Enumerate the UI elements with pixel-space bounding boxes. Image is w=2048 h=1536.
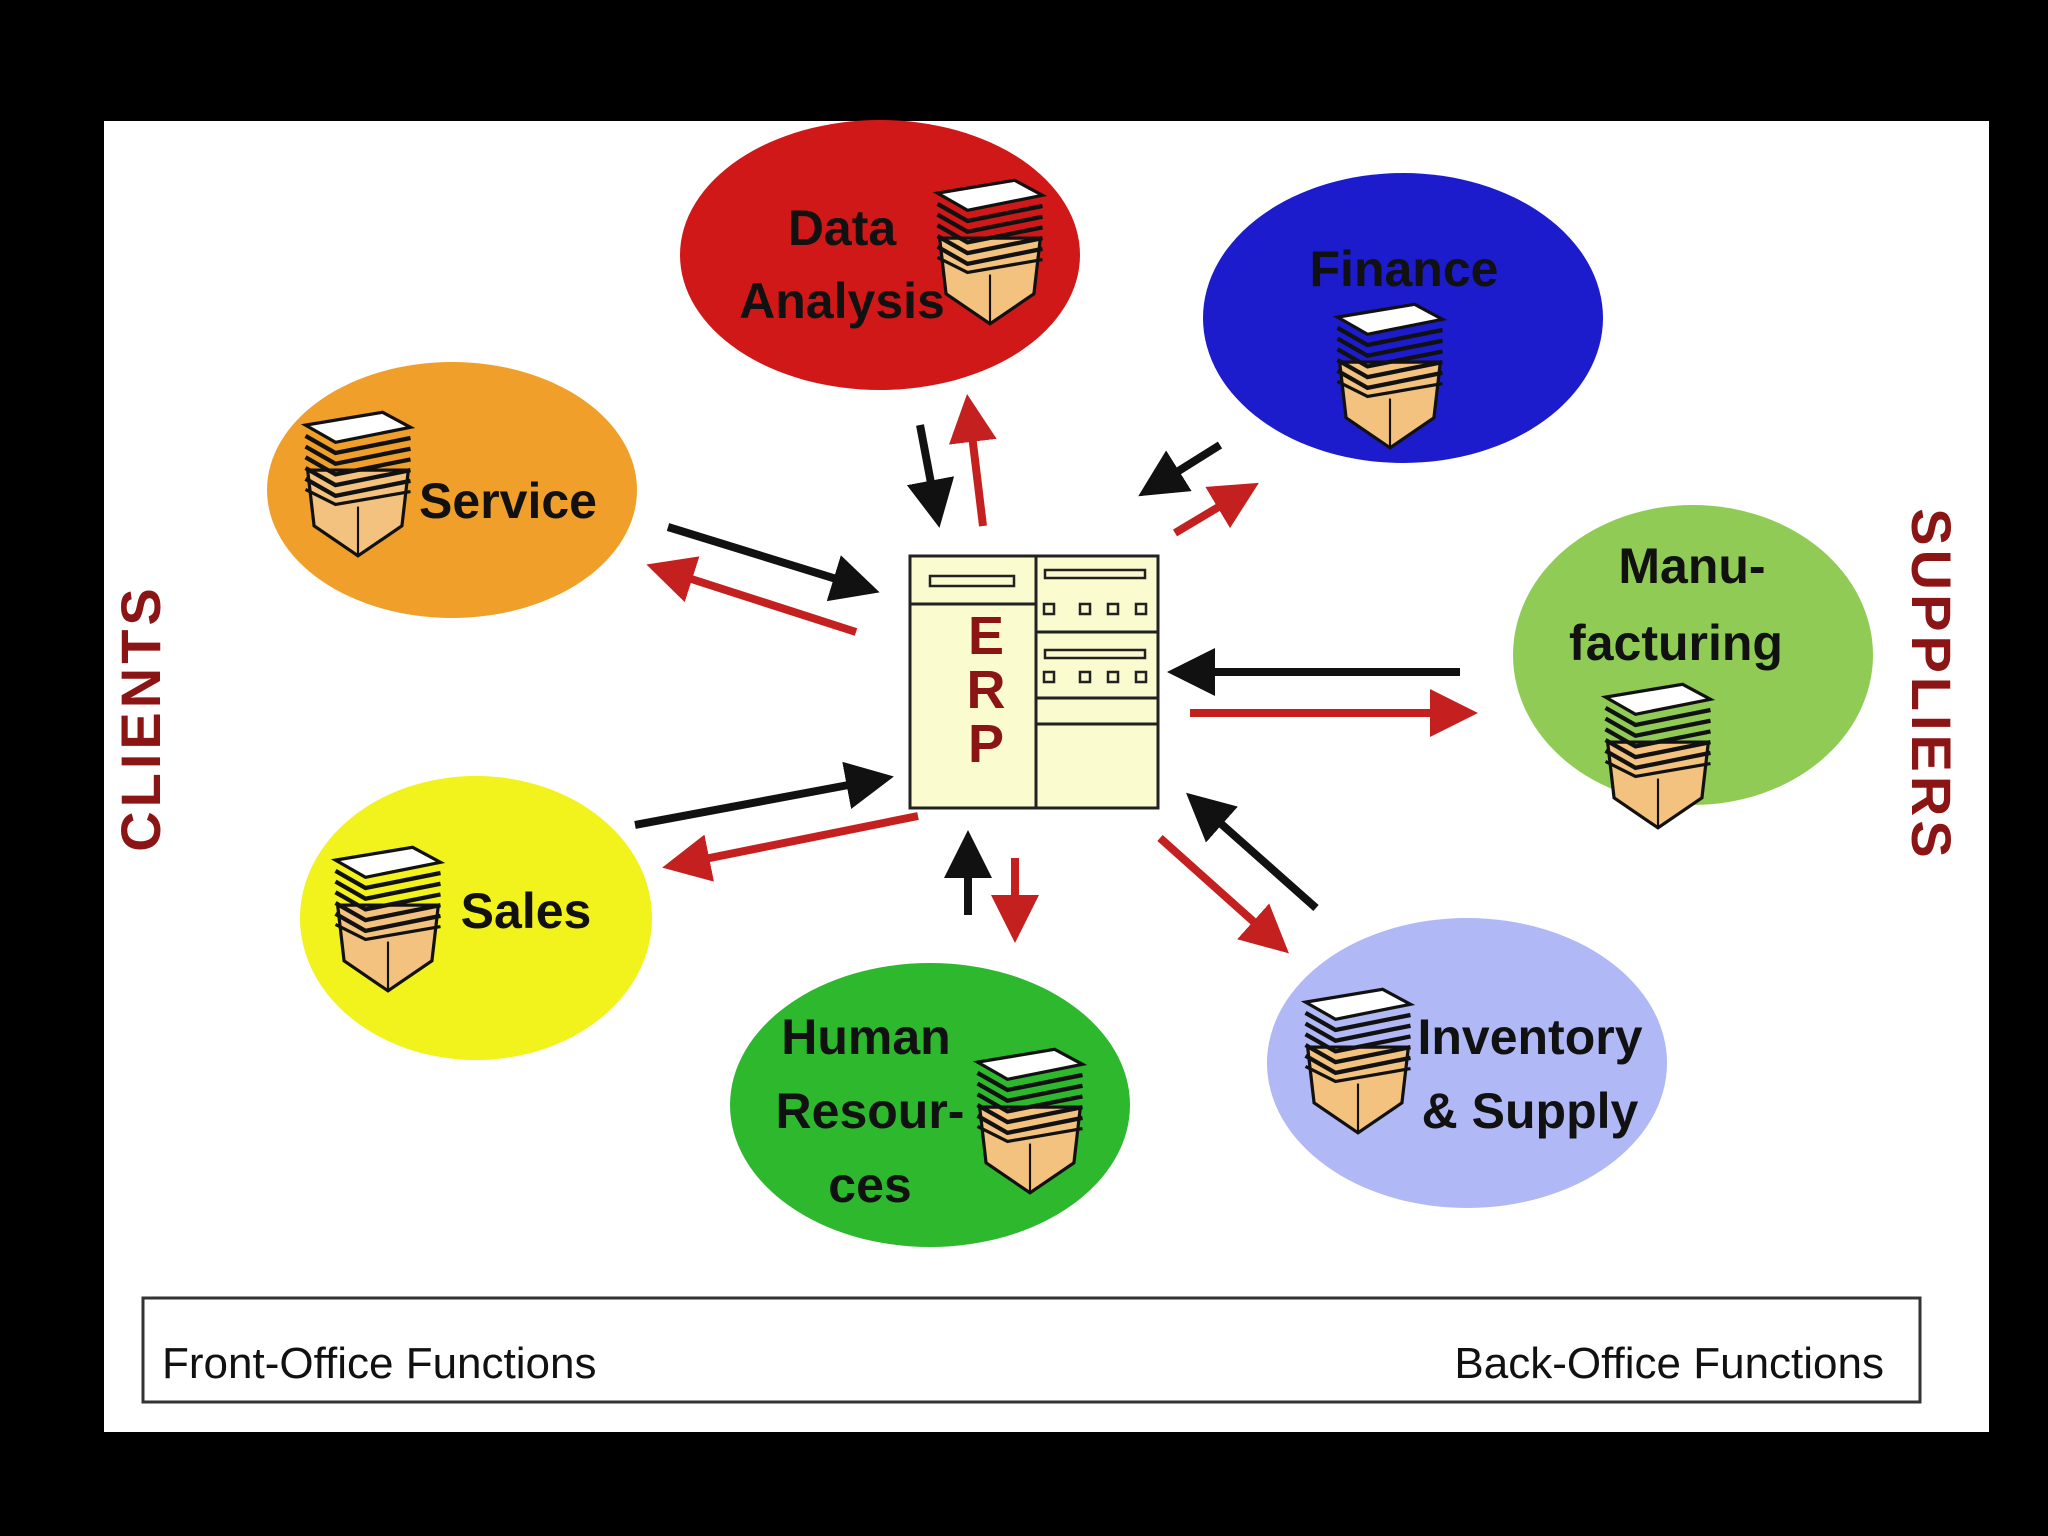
node-service: Service bbox=[267, 362, 637, 618]
footer-legend: Front-Office Functions Back-Office Funct… bbox=[141, 1296, 1922, 1404]
erp-right-slot-top bbox=[1043, 568, 1147, 580]
node-data-analysis: Data Analysis bbox=[680, 120, 1080, 390]
node-sales: Sales bbox=[300, 776, 652, 1060]
erp-button bbox=[1106, 670, 1120, 684]
node-sales-label: Sales bbox=[461, 883, 592, 939]
node-human-resources-label-line-2: Resour- bbox=[776, 1083, 965, 1139]
erp-button bbox=[1078, 670, 1092, 684]
arrow-erp-to-inventory-supply bbox=[1157, 835, 1289, 954]
node-inventory-supply-label-line-2: & Supply bbox=[1422, 1083, 1639, 1139]
node-data-analysis-label-line-2: Analysis bbox=[739, 273, 945, 329]
erp-right-slot-middle bbox=[1043, 648, 1147, 660]
erp-button bbox=[1134, 602, 1148, 616]
node-manufacturing-label-line-2: facturing bbox=[1569, 615, 1783, 671]
arrow-finance-to-erp bbox=[1138, 441, 1223, 497]
side-label-clients: CLIENTS bbox=[109, 584, 172, 852]
footer-front-office-label: Front-Office Functions bbox=[162, 1339, 596, 1388]
node-inventory-supply-label-line-1: Inventory bbox=[1417, 1009, 1642, 1065]
arrow-erp-to-service bbox=[646, 556, 858, 636]
erp-button bbox=[1042, 602, 1056, 616]
node-human-resources-label-line-3: ces bbox=[828, 1157, 911, 1213]
erp-left-slot bbox=[928, 574, 1016, 588]
node-finance-label: Finance bbox=[1310, 241, 1499, 297]
arrows bbox=[634, 394, 1478, 954]
arrow-erp-to-data-analysis bbox=[948, 394, 997, 527]
erp-button bbox=[1042, 670, 1056, 684]
erp-box bbox=[908, 554, 1160, 810]
footer-back-office-label: Back-Office Functions bbox=[1454, 1339, 1884, 1388]
arrow-data-analysis-to-erp bbox=[906, 424, 955, 528]
node-manufacturing-ellipse bbox=[1513, 505, 1873, 805]
erp-letter: R bbox=[967, 660, 1006, 720]
arrow-erp-to-sales bbox=[662, 812, 919, 882]
erp-button bbox=[1134, 670, 1148, 684]
erp-button bbox=[1106, 602, 1120, 616]
arrow-inventory-supply-to-erp bbox=[1186, 792, 1319, 911]
node-manufacturing: Manu- facturing bbox=[1513, 505, 1873, 828]
erp-system: E R P bbox=[908, 554, 1160, 810]
node-manufacturing-label-line-1: Manu- bbox=[1618, 538, 1765, 594]
node-data-analysis-label-line-1: Data bbox=[788, 200, 898, 256]
footer-box bbox=[141, 1296, 1922, 1404]
node-service-label: Service bbox=[419, 473, 597, 529]
arrow-sales-to-erp bbox=[634, 761, 894, 829]
erp-letter: P bbox=[968, 714, 1004, 774]
node-human-resources: Human Resour- ces bbox=[730, 963, 1130, 1247]
node-human-resources-label-line-1: Human bbox=[781, 1009, 950, 1065]
node-finance: Finance bbox=[1203, 173, 1603, 463]
side-label-suppliers: SUPPLIERS bbox=[1900, 508, 1963, 861]
node-inventory-supply: Inventory & Supply bbox=[1267, 918, 1667, 1208]
arrow-erp-to-finance bbox=[1172, 482, 1259, 537]
arrow-service-to-erp bbox=[666, 523, 880, 602]
erp-letter: E bbox=[968, 606, 1004, 666]
erp-button bbox=[1078, 602, 1092, 616]
